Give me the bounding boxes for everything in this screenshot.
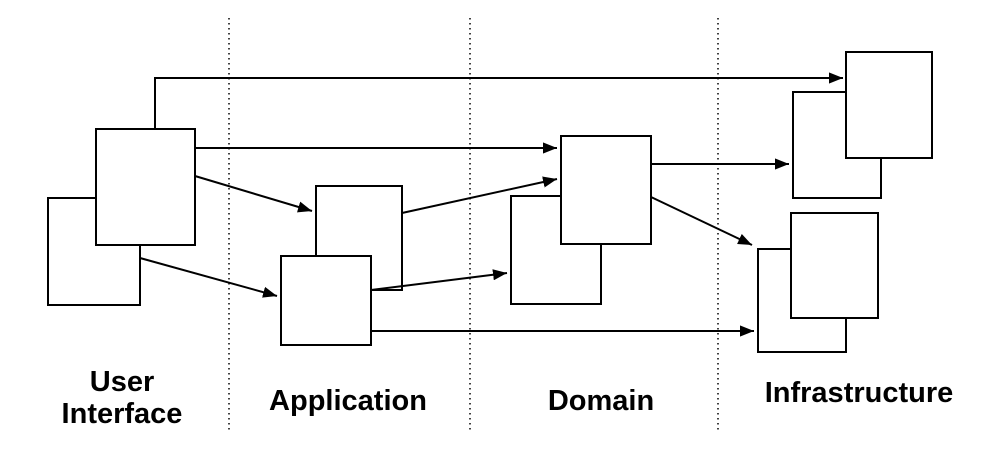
arrow-ui-to-application-upper: [194, 175, 313, 213]
arrow-application-to-domain-lower: [370, 269, 508, 291]
label-application: Application: [269, 385, 427, 417]
arrow-application-to-domain-upper: [401, 176, 558, 214]
label-infrastructure: Infrastructure: [765, 377, 954, 409]
label-user-interface-line2: Interface: [62, 398, 183, 430]
box-user-interface-front: [95, 128, 196, 246]
box-application-lower: [280, 255, 372, 346]
arrow-ui-to-application-lower: [139, 257, 278, 298]
box-infrastructure-bottom-front: [790, 212, 879, 319]
arrow-domain-to-infrastructure-bottom: [650, 196, 753, 246]
arrow-ui-to-infrastructure-top: [154, 72, 843, 129]
box-infrastructure-top-front: [845, 51, 933, 159]
label-user-interface-line1: User: [90, 366, 155, 398]
box-domain-upper: [560, 135, 652, 245]
label-domain: Domain: [548, 385, 654, 417]
